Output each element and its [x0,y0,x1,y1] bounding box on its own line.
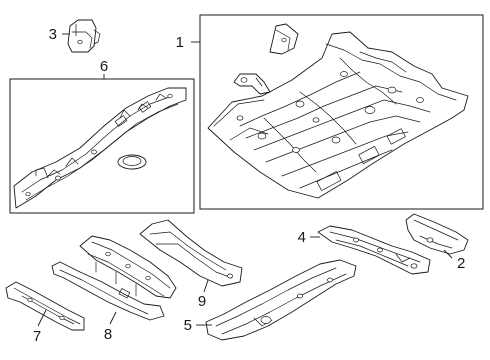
floor-bracket-lower [233,73,271,95]
callout-7: 7 [33,328,41,345]
callout-8: 8 [104,326,112,343]
grommet-plug [117,154,147,170]
callout-6: 6 [100,58,108,75]
bracket-part-3 [67,19,101,53]
callout-2: 2 [457,255,465,272]
bracket-part-2 [405,213,469,255]
callout-3: 3 [49,26,57,43]
callout-4: 4 [298,229,306,246]
part-1-group-box [199,14,484,210]
floor-pan [207,31,469,199]
crossmember-part-9 [139,219,243,287]
part-6-group-box [9,78,195,214]
rear-side-rail [13,87,187,209]
bracket-part-4 [317,225,431,275]
crossmember-part-7 [5,281,85,331]
callout-9: 9 [198,293,206,310]
callout-1: 1 [176,34,184,51]
crossmember-part-8 [51,235,177,321]
callout-5: 5 [184,317,192,334]
rear-rail-part-5 [205,259,357,341]
floor-bracket-upper [269,23,299,55]
